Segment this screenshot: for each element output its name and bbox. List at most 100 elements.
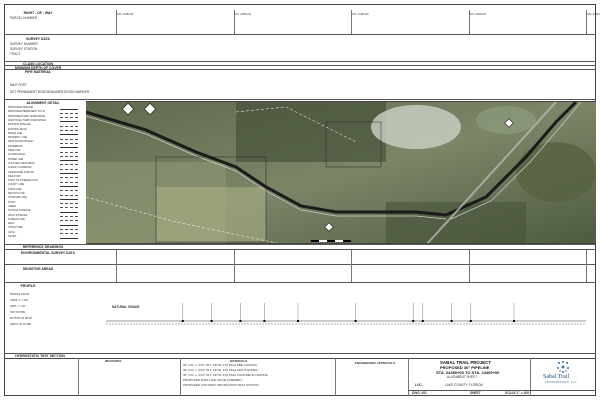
legend-item: ACCESS ROAD <box>8 153 26 157</box>
profile-mark <box>354 320 357 322</box>
profile-note: BOTTOM OF DITCH <box>10 317 33 320</box>
project-subtitle: PROPOSED 36" PIPELINE <box>440 365 490 370</box>
station-label: STA. 24380+00 <box>117 13 134 16</box>
aerial-map-image <box>86 102 596 243</box>
legend-swatch <box>60 160 78 162</box>
legend-swatch <box>60 134 78 136</box>
station-line <box>233 10 235 34</box>
profile-mark <box>263 320 266 322</box>
legend-item: NOTES <box>8 235 17 238</box>
legend-swatch <box>60 147 78 149</box>
engineering-approvals-header: ENGINEERING APPROVALS <box>355 361 396 365</box>
material-item: PROPOSED MAIN LINE VALVE ASSEMBLY <box>183 378 243 382</box>
profile-mark <box>181 320 184 322</box>
county-value: LAKE COUNTY, FLORIDA <box>445 383 483 387</box>
station-line <box>586 250 587 282</box>
station-label: STA. 24390+00 <box>352 13 369 16</box>
station-line <box>468 10 470 34</box>
profile-header: PROFILE <box>20 284 36 288</box>
legend-swatch <box>60 130 78 131</box>
sheet-type: ALIGNMENT SHEET <box>447 375 478 379</box>
legend-swatch <box>60 211 78 213</box>
natural-grade-label: NATURAL GRADE <box>112 305 140 309</box>
legend-swatch <box>60 108 78 110</box>
profile-mark <box>421 320 424 322</box>
station-line <box>116 10 117 34</box>
profile-note: DEPTH OF COVER <box>10 323 32 326</box>
legend-item: PROPOSED PIPELINE <box>8 106 33 109</box>
legend-swatch <box>60 117 78 119</box>
profile-mark <box>412 320 415 322</box>
materials-header: MATERIALS <box>230 359 248 363</box>
legend-swatch <box>60 125 78 127</box>
legend-item: EXISTING ROAD <box>8 127 27 131</box>
legend-swatch <box>60 121 78 123</box>
legend-swatch <box>60 198 78 200</box>
profile-note: PROFILE DATUM <box>10 293 30 296</box>
legend-item: SECTION LINE <box>8 192 25 195</box>
profile-mark <box>469 320 472 322</box>
survey-data-header: SURVEY DATA <box>26 37 50 41</box>
legend-item: PROPOSED PERMANENT R.O.W. <box>8 110 46 114</box>
sabal-trail-logo-icon <box>557 361 569 373</box>
legend-item: WELL <box>8 222 15 226</box>
station-line <box>116 250 117 282</box>
legend-item: SPOIL STORAGE <box>8 213 28 217</box>
divider <box>4 264 596 265</box>
station-label: STA. 24400+00 <box>587 13 600 16</box>
profile-mark <box>450 320 453 322</box>
divider <box>4 99 596 100</box>
divider <box>4 61 596 62</box>
legend-swatch <box>60 164 78 166</box>
tb-divider <box>408 358 409 396</box>
profile-note: HORIZ. 1" = 200' <box>10 299 29 302</box>
logo-name: Sabal Trail <box>543 374 570 380</box>
legend-swatch <box>60 168 78 170</box>
legend-item: GATE <box>8 230 15 234</box>
station-line <box>468 250 470 282</box>
legend-swatch <box>60 190 78 192</box>
county-label: LOC. <box>415 383 423 387</box>
legend-item: FOREIGN LINE <box>8 217 25 221</box>
divider <box>4 244 596 245</box>
pipe-material-row-2: SET PERMANENT ROW MONUMENTATION MARKER <box>10 90 90 94</box>
right-of-way-header: RIGHT - OF - WAY <box>23 11 53 15</box>
legend-item: WATERBODY <box>8 144 24 148</box>
divider <box>4 65 596 66</box>
material-item: 36" O.D. x .XXX" W.T. API 5L X70 PSL2 CO… <box>183 373 268 377</box>
legend-item: STATE LINE <box>8 187 22 191</box>
divider <box>4 249 596 250</box>
class-location-header: CLASS LOCATION <box>23 61 53 66</box>
legend-item: DITCH <box>8 200 16 204</box>
material-item: 36" O.D. x .XXX" W.T. API 5L X70 PSL2 AR… <box>183 368 258 372</box>
legend-item: CENTERLINE STATION <box>8 170 34 174</box>
divider <box>4 34 596 35</box>
legend-item: POWER LINE <box>8 157 24 161</box>
legend-item: CREEK <box>8 204 17 208</box>
profile-mark <box>210 320 213 322</box>
station-line <box>233 250 235 282</box>
tb-divider <box>180 358 181 396</box>
legend-item: ADDITIONAL TEMP. WORKSPACE <box>8 118 46 122</box>
drawing-number: DWG. NO. <box>412 391 428 395</box>
profile-mark <box>297 320 299 322</box>
station-label: STA. 24395+00 <box>469 13 487 16</box>
legend-item: POINT OF INTERSECTION <box>8 179 38 183</box>
legend-item: PROPERTY LINE <box>8 136 28 140</box>
legend-item: TOPSOIL STORAGE <box>8 209 31 213</box>
legend-swatch <box>60 203 78 205</box>
profile-note: TOP OF PIPE <box>10 311 25 314</box>
scale-value: SCALE 1" = 200' <box>505 391 530 395</box>
survey-row-1: SURVEY NUMBER <box>10 42 38 46</box>
minimum-depth-header: MINIMUM DEPTH OF COVER <box>14 65 62 70</box>
legend-item: STRUCTURE <box>8 226 23 230</box>
legend-swatch <box>60 207 78 209</box>
legend-item: COUNTY LINE <box>8 183 25 187</box>
tb-divider <box>530 358 531 396</box>
material-item: 36" O.D. x .XXX" W.T. API 5L X70 PSL2 FB… <box>183 363 257 367</box>
legend-swatch <box>60 177 78 179</box>
station-range: STA. 24380+00 TO STA. 24400+00 <box>436 370 500 375</box>
aerial-map <box>86 101 596 244</box>
survey-row-2: SURVEY STATION <box>10 47 38 51</box>
